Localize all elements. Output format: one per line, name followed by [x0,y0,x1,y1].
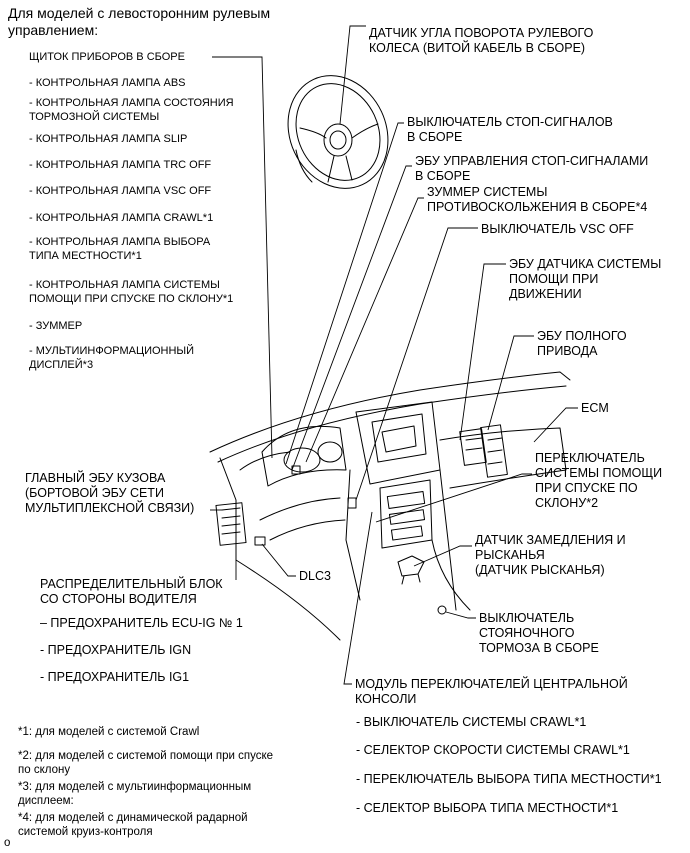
dashboard-drawing [209,371,571,641]
main-body-ecu-label: ГЛАВНЫЙ ЭБУ КУЗОВА (БОРТОВОЙ ЭБУ СЕТИ МУ… [25,471,195,515]
console-switch-item: - СЕЛЕКТОР ВЫБОРА ТИПА МЕСТНОСТИ*1 [356,801,619,815]
footnote: *1: для моделей с системой Crawl [18,726,200,738]
vsc-off-switch-label: ВЫКЛЮЧАТЕЛЬ VSC OFF [481,222,634,236]
cluster-item: - КОНТРОЛЬНАЯ ЛАМПА ВЫБОРА ТИПА МЕСТНОСТ… [29,236,211,262]
junction-fuse-item: – ПРЕДОХРАНИТЕЛЬ ECU-IG № 1 [40,616,243,630]
stop-light-switch-label: ВЫКЛЮЧАТЕЛЬ СТОП-СИГНАЛОВ В СБОРЕ [407,115,613,144]
footnote: *4: для моделей с динамической радарной … [18,812,248,838]
footnote: *3: для моделей с мультиинформационным д… [18,781,252,807]
dlc3-label: DLC3 [299,569,331,583]
page-title: Для моделей с левосторонним рулевым упра… [8,5,271,38]
junction-fuse-item: - ПРЕДОХРАНИТЕЛЬ IGN [40,643,192,657]
cluster-item: - КОНТРОЛЬНАЯ ЛАМПА VSC OFF [29,185,212,197]
console-module-title: МОДУЛЬ ПЕРЕКЛЮЧАТЕЛЕЙ ЦЕНТРАЛЬНОЙ КОНСОЛ… [355,677,628,706]
four-wheel-drive-ecu-label: ЭБУ ПОЛНОГО ПРИВОДА [537,329,627,358]
cluster-item: - КОНТРОЛЬНАЯ ЛАМПА SLIP [29,133,188,145]
steering-wheel-drawing [287,75,389,189]
yaw-rate-sensor-label: ДАТЧИК ЗАМЕДЛЕНИЯ И РЫСКАНЬЯ (ДАТЧИК РЫС… [475,533,626,577]
downhill-assist-switch-label: ПЕРЕКЛЮЧАТЕЛЬ СИСТЕМЫ ПОМОЩИ ПРИ СПУСКЕ … [535,451,663,510]
cluster-item: - КОНТРОЛЬНАЯ ЛАМПА ABS [29,77,186,89]
console-switch-item: - СЕЛЕКТОР СКОРОСТИ СИСТЕМЫ CRAWL*1 [356,743,630,757]
junction-fuse-item: - ПРЕДОХРАНИТЕЛЬ IG1 [40,670,190,684]
steering-angle-sensor-label: ДАТЧИК УГЛА ПОВОРОТА РУЛЕВОГО КОЛЕСА (ВИ… [369,26,594,55]
leader-lines [210,25,578,685]
cluster-title: ЩИТОК ПРИБОРОВ В СБОРЕ [29,51,185,63]
corner-mark: o [4,837,11,849]
cluster-item: - КОНТРОЛЬНАЯ ЛАМПА CRAWL*1 [29,212,214,224]
console-switch-item: - ВЫКЛЮЧАТЕЛЬ СИСТЕМЫ CRAWL*1 [356,715,587,729]
cluster-item: - ЗУММЕР [29,320,83,332]
cluster-item: - МУЛЬТИИНФОРМАЦИОННЫЙ ДИСПЛЕЙ*3 [29,345,195,371]
cluster-item: - КОНТРОЛЬНАЯ ЛАМПА TRC OFF [29,159,212,171]
cluster-item: - КОНТРОЛЬНАЯ ЛАМПА СОСТОЯНИЯ ТОРМОЗНОЙ … [29,97,234,123]
skid-control-buzzer-label: ЗУММЕР СИСТЕМЫ ПРОТИВОСКОЛЬЖЕНИЯ В СБОРЕ… [427,185,648,214]
parking-brake-switch-label: ВЫКЛЮЧАТЕЛЬ СТОЯНОЧНОГО ТОРМОЗА В СБОРЕ [479,611,599,655]
footnote: *2: для моделей с системой помощи при сп… [18,750,274,776]
cluster-item: - КОНТРОЛЬНАЯ ЛАМПА СИСТЕМЫ ПОМОЩИ ПРИ С… [29,279,234,305]
junction-block-title: РАСПРЕДЕЛИТЕЛЬНЫЙ БЛОК СО СТОРОНЫ ВОДИТЕ… [40,577,223,606]
console-switch-item: - ПЕРЕКЛЮЧАТЕЛЬ ВЫБОРА ТИПА МЕСТНОСТИ*1 [356,772,662,786]
driving-support-ecu-label: ЭБУ ДАТЧИКА СИСТЕМЫ ПОМОЩИ ПРИ ДВИЖЕНИИ [509,257,662,301]
ecm-label: ECM [581,401,609,415]
stop-light-ecu-label: ЭБУ УПРАВЛЕНИЯ СТОП-СИГНАЛАМИ В СБОРЕ [415,154,649,183]
